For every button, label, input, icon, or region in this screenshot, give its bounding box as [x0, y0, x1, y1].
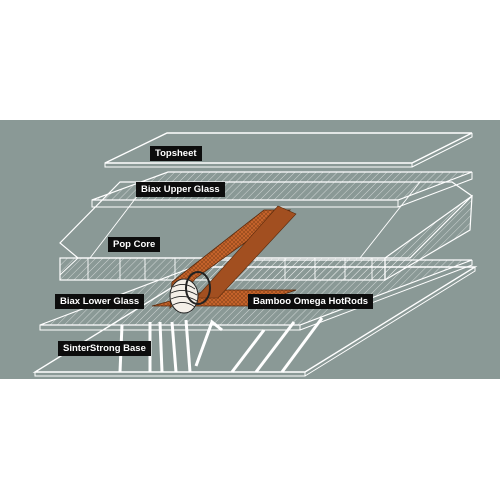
topsheet-layer — [104, 132, 473, 168]
label-biax-upper-glass: Biax Upper Glass — [136, 182, 225, 197]
label-biax-lower-glass: Biax Lower Glass — [55, 294, 145, 309]
hotrod-end-strands — [170, 284, 198, 308]
label-pop-core: Pop Core — [108, 237, 161, 252]
label-sinterstrong-base: SinterStrong Base — [58, 341, 151, 356]
label-bamboo-omega-hotrods: Bamboo Omega HotRods — [248, 294, 374, 309]
label-topsheet: Topsheet — [150, 146, 202, 161]
